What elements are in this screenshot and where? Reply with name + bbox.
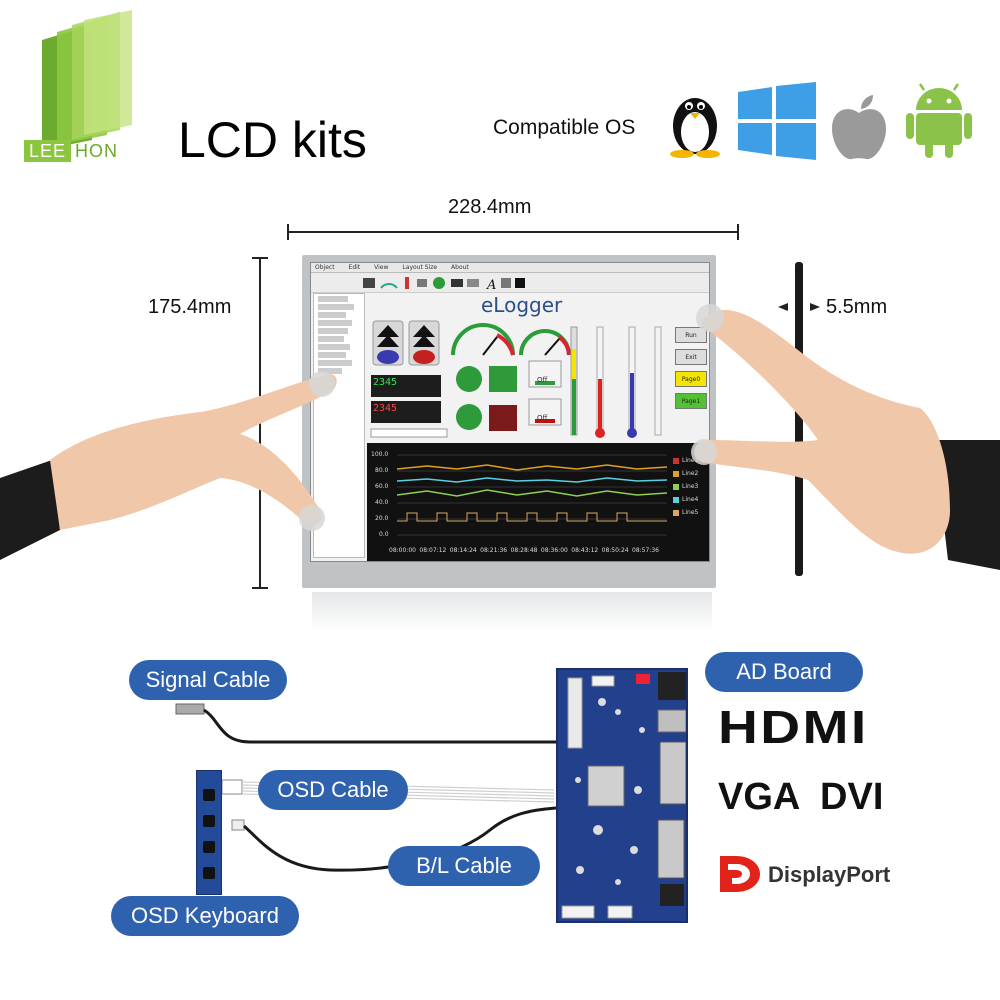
x-tick: 08:21:36 [480,547,508,554]
menu-item[interactable]: Object [315,264,335,271]
lcd-screen: Object Edit View Layout Size About A eLo… [310,262,710,562]
legend-item: Line1 [682,457,699,464]
linux-tux-icon [670,98,720,158]
dashboard-widgets [370,320,662,438]
thickness-dimension: 5.5mm [826,296,888,318]
trend-chart: 100.0 80.0 60.0 40.0 20.0 0.0 08:00:00 0… [367,443,709,561]
legend-item: Line2 [682,470,699,477]
legend-item: Line3 [682,483,699,490]
menu-item[interactable]: Edit [348,264,361,271]
osd-key[interactable] [203,867,215,879]
x-tick: 08:07:12 [419,547,447,554]
x-ticks: 08:00:00 08:07:12 08:14:24 08:21:36 08:2… [389,547,659,554]
apple-icon [832,95,886,160]
brand-hon: HON [75,141,119,161]
trend-legend: Line1 Line2 Line3 Line4 Line5 [673,457,698,516]
compatible-os-label: Compatible OS [493,116,636,139]
ad-board-label: AD Board [705,652,863,692]
y-tick: 100.0 [371,451,389,458]
y-tick: 80.0 [375,467,389,474]
legend-item: Line5 [682,509,699,516]
y-tick: 40.0 [375,499,389,506]
switch-label: Off [537,376,548,384]
menu-item[interactable]: View [374,264,389,271]
android-icon [906,83,972,158]
width-dimension: 228.4mm [448,196,532,218]
x-tick: 08:14:24 [449,547,477,554]
x-tick: 08:36:00 [540,547,568,554]
y-tick: 0.0 [379,531,389,538]
displayport-icon [720,856,760,892]
pcb-components [561,672,686,919]
osd-cable-label: OSD Cable [258,770,408,810]
x-tick: 08:28:48 [510,547,538,554]
width-dimension-line [287,224,739,240]
y-tick: 20.0 [375,515,389,522]
legend-item: Line4 [682,496,699,503]
right-hand-illustration [691,304,1000,570]
side-profile-icon [778,262,820,576]
x-tick: 08:00:00 [389,547,416,554]
leehon-logo-icon [42,10,132,150]
x-tick: 08:50:24 [601,547,629,554]
run-button[interactable]: Run [675,327,707,343]
brand-wordmark: LEE HON [24,140,139,162]
height-dimension: 175.4mm [148,296,232,318]
osd-keyboard-board [196,770,222,895]
app-title: eLogger [481,293,563,317]
svg-text:A: A [486,278,496,291]
displayport-label: DisplayPort [768,862,891,887]
osd-key[interactable] [203,789,215,801]
brand-lee: LEE [24,140,72,162]
readout-2: 2345 [373,403,398,414]
hdmi-logo: HDMI [718,701,869,753]
bl-cable-label: B/L Cable [388,846,540,886]
x-tick: 08:57:36 [632,547,659,554]
trend-plot-area [397,454,667,536]
page0-button[interactable]: Page0 [675,371,707,387]
vga-dvi-label: VGA DVI [718,776,884,818]
app-menubar: Object Edit View Layout Size About [311,263,709,273]
menu-item[interactable]: Layout Size [402,264,438,271]
readout-1: 2345 [373,377,398,388]
page-title: LCD kits [178,112,367,168]
switch-label: Off [537,414,548,422]
ad-board-pcb [556,668,688,923]
osd-key[interactable] [203,815,215,827]
object-tree-panel [313,293,365,558]
panel-reflection [312,592,712,632]
app-toolbar: A [311,273,709,293]
page1-button[interactable]: Page1 [675,393,707,409]
x-tick: 08:43:12 [571,547,599,554]
exit-button[interactable]: Exit [675,349,707,365]
osd-key[interactable] [203,841,215,853]
menu-item[interactable]: About [451,264,469,271]
y-tick: 60.0 [375,483,389,490]
signal-cable-label: Signal Cable [129,660,287,700]
left-hand-illustration [0,371,337,560]
toolbar-icons: A [363,277,525,291]
osd-keyboard-label: OSD Keyboard [111,896,299,936]
windows-icon [738,82,816,160]
